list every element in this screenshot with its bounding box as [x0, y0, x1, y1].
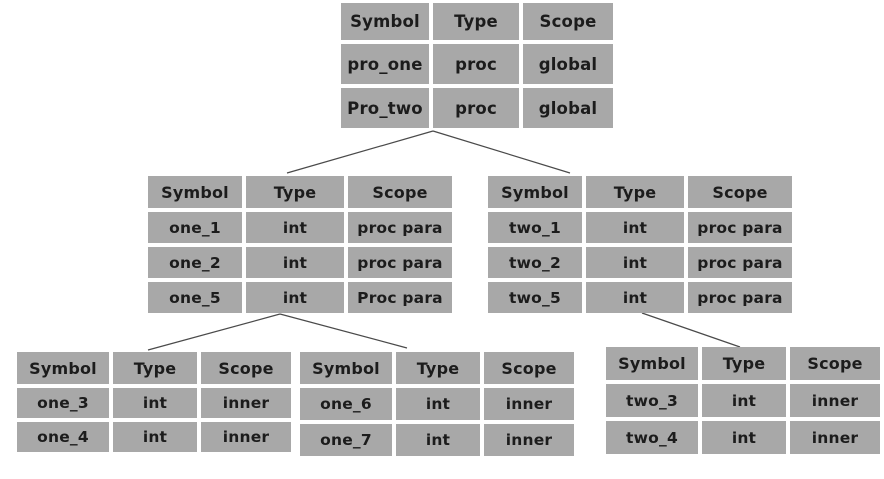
header-cell: Scope — [201, 352, 291, 384]
edge-root-to-one-params — [286, 130, 434, 174]
data-cell: int — [396, 388, 480, 420]
header-cell: Type — [433, 3, 519, 40]
edge-root-to-two-params — [432, 130, 571, 174]
header-cell: Scope — [790, 347, 880, 380]
data-cell: one_6 — [300, 388, 392, 420]
header-cell: Scope — [484, 352, 574, 384]
data-cell: inner — [484, 424, 574, 456]
header-cell: Symbol — [341, 3, 429, 40]
data-cell: pro_one — [341, 44, 429, 84]
data-cell: Pro_two — [341, 88, 429, 128]
data-cell: int — [113, 388, 197, 418]
data-cell: inner — [484, 388, 574, 420]
data-cell: proc — [433, 44, 519, 84]
header-cell: Scope — [523, 3, 613, 40]
data-cell: two_3 — [606, 384, 698, 417]
header-cell: Symbol — [17, 352, 109, 384]
data-cell: inner — [201, 388, 291, 418]
data-cell: int — [246, 212, 344, 243]
data-cell: int — [246, 247, 344, 278]
data-cell: one_4 — [17, 422, 109, 452]
data-cell: int — [586, 212, 684, 243]
header-cell: Scope — [348, 176, 452, 208]
header-cell: Type — [396, 352, 480, 384]
header-cell: Type — [113, 352, 197, 384]
data-cell: one_5 — [148, 282, 242, 313]
data-cell: int — [396, 424, 480, 456]
edge-one-params-to-one-inner-a — [147, 313, 281, 351]
data-cell: two_5 — [488, 282, 582, 313]
header-cell: Symbol — [488, 176, 582, 208]
data-cell: proc para — [348, 247, 452, 278]
data-cell: int — [702, 421, 786, 454]
header-cell: Symbol — [300, 352, 392, 384]
data-cell: two_2 — [488, 247, 582, 278]
data-cell: two_1 — [488, 212, 582, 243]
header-cell: Type — [702, 347, 786, 380]
data-cell: Proc para — [348, 282, 452, 313]
header-cell: Type — [246, 176, 344, 208]
data-cell: int — [586, 282, 684, 313]
data-cell: proc para — [688, 282, 792, 313]
data-cell: proc para — [688, 212, 792, 243]
header-cell: Scope — [688, 176, 792, 208]
data-cell: global — [523, 44, 613, 84]
edge-one-params-to-one-inner-b — [279, 313, 408, 349]
data-cell: proc para — [688, 247, 792, 278]
data-cell: two_4 — [606, 421, 698, 454]
data-cell: inner — [790, 384, 880, 417]
header-cell: Type — [586, 176, 684, 208]
data-cell: one_7 — [300, 424, 392, 456]
data-cell: inner — [790, 421, 880, 454]
data-cell: proc — [433, 88, 519, 128]
data-cell: int — [702, 384, 786, 417]
data-cell: int — [586, 247, 684, 278]
header-cell: Symbol — [606, 347, 698, 380]
edge-two-params-to-two-inner — [641, 312, 741, 348]
data-cell: one_2 — [148, 247, 242, 278]
data-cell: proc para — [348, 212, 452, 243]
data-cell: inner — [201, 422, 291, 452]
data-cell: global — [523, 88, 613, 128]
data-cell: one_1 — [148, 212, 242, 243]
data-cell: one_3 — [17, 388, 109, 418]
header-cell: Symbol — [148, 176, 242, 208]
data-cell: int — [246, 282, 344, 313]
data-cell: int — [113, 422, 197, 452]
